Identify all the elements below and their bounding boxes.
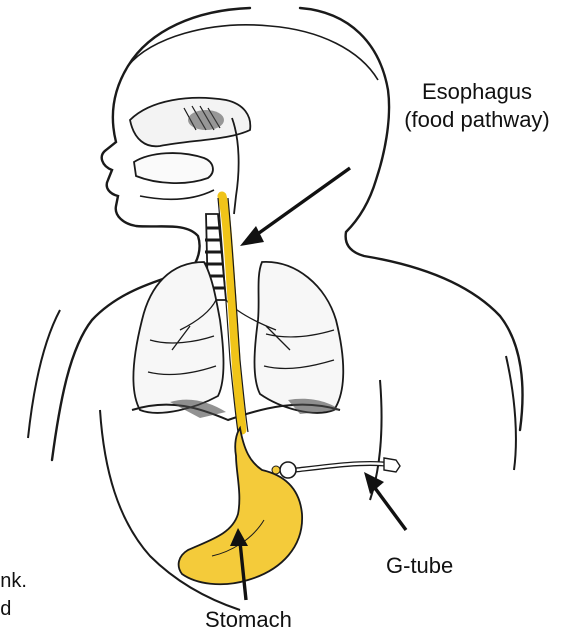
gtube-button xyxy=(280,462,296,478)
arrow-gtube-line xyxy=(372,484,406,530)
sinus-dark xyxy=(188,110,224,130)
right-arm-line xyxy=(506,356,516,470)
arrow-gtube-head xyxy=(364,472,384,494)
arrow-esophagus-line xyxy=(252,168,350,238)
diaphragm-shadow xyxy=(170,399,340,418)
gtube-connector xyxy=(384,458,400,472)
esophagus-label-line1: Esophagus xyxy=(392,78,562,106)
left-arm-line xyxy=(28,310,60,438)
hair xyxy=(128,25,378,80)
right-lung xyxy=(255,262,344,413)
esophagus-label: Esophagus (food pathway) xyxy=(392,78,562,134)
cropped-body-text-line2: and xyxy=(0,596,11,622)
jaw-line xyxy=(140,190,214,199)
cropped-body-text-line1: drink. xyxy=(0,568,27,594)
mouth-tongue xyxy=(134,153,213,183)
stomach-label: Stomach xyxy=(205,606,292,634)
gtube-stoma xyxy=(272,466,280,474)
esophagus-label-line2: (food pathway) xyxy=(392,106,562,134)
arrow-esophagus-head xyxy=(240,226,264,246)
esophagus-tube xyxy=(222,196,242,430)
gtube-label: G-tube xyxy=(386,552,453,580)
